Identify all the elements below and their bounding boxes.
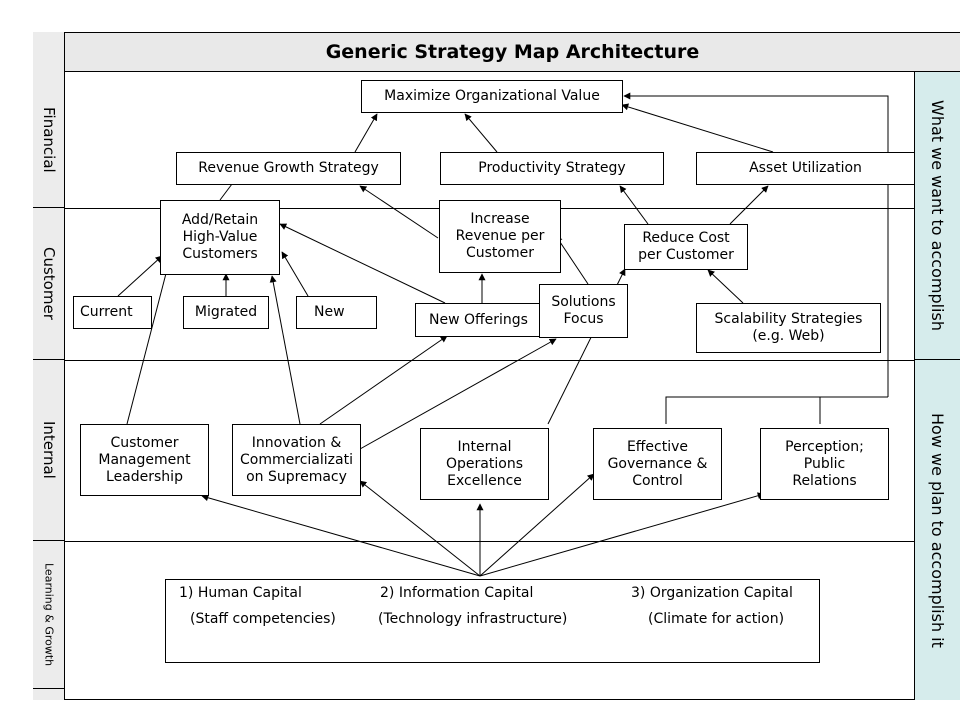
box-solutions-focus: Solutions Focus bbox=[539, 284, 628, 338]
capital-information-desc: (Technology infrastructure) bbox=[378, 611, 568, 627]
perspective-learning-label: Learning & Growth bbox=[42, 562, 56, 667]
box-asset-utilization: Asset Utilization bbox=[696, 152, 914, 185]
capital-organization: 3) Organization Capital bbox=[631, 585, 793, 601]
perspective-customer-label: Customer bbox=[40, 247, 58, 320]
diagram-title: Generic Strategy Map Architecture bbox=[65, 33, 960, 72]
perspective-internal: Internal bbox=[33, 360, 65, 541]
box-current: Current bbox=[73, 296, 152, 329]
box-maximize-value: Maximize Organizational Value bbox=[361, 80, 623, 113]
perspective-financial: Financial bbox=[33, 72, 65, 208]
box-learning-capitals bbox=[165, 579, 820, 663]
box-new: New bbox=[296, 296, 377, 329]
box-add-retain: Add/Retain High-Value Customers bbox=[160, 200, 280, 275]
side-band-what: What we want to accomplish bbox=[914, 72, 960, 360]
box-productivity: Productivity Strategy bbox=[440, 152, 664, 185]
capital-information: 2) Information Capital bbox=[380, 585, 534, 601]
divider-customer-internal bbox=[65, 360, 914, 361]
box-scalability: Scalability Strategies (e.g. Web) bbox=[696, 303, 881, 353]
box-reduce-cost: Reduce Cost per Customer bbox=[624, 224, 748, 270]
capital-organization-desc: (Climate for action) bbox=[648, 611, 785, 627]
perspective-column bbox=[33, 32, 65, 700]
capital-human: 1) Human Capital bbox=[179, 585, 302, 601]
perspective-customer: Customer bbox=[33, 208, 65, 360]
diagram-title-text: Generic Strategy Map Architecture bbox=[325, 41, 700, 63]
perspective-learning: Learning & Growth bbox=[33, 541, 65, 689]
box-customer-management: Customer Management Leadership bbox=[80, 424, 209, 496]
divider-internal-learning bbox=[65, 541, 914, 542]
perspective-financial-label: Financial bbox=[40, 106, 58, 173]
box-increase-revenue: Increase Revenue per Customer bbox=[439, 200, 561, 273]
box-perception: Perception; Public Relations bbox=[760, 428, 889, 500]
box-migrated: Migrated bbox=[183, 296, 269, 329]
side-label-how: How we plan to accomplish it bbox=[928, 412, 947, 648]
side-label-what: What we want to accomplish bbox=[928, 100, 947, 331]
perspective-internal-label: Internal bbox=[40, 421, 58, 479]
side-band-how: How we plan to accomplish it bbox=[914, 360, 960, 700]
box-revenue-growth: Revenue Growth Strategy bbox=[176, 152, 401, 185]
box-governance: Effective Governance & Control bbox=[593, 428, 722, 500]
box-innovation: Innovation & Commercializati on Supremac… bbox=[232, 424, 361, 496]
capital-human-desc: (Staff competencies) bbox=[190, 611, 336, 627]
box-new-offerings: New Offerings bbox=[415, 303, 542, 337]
box-operations: Internal Operations Excellence bbox=[420, 428, 549, 500]
